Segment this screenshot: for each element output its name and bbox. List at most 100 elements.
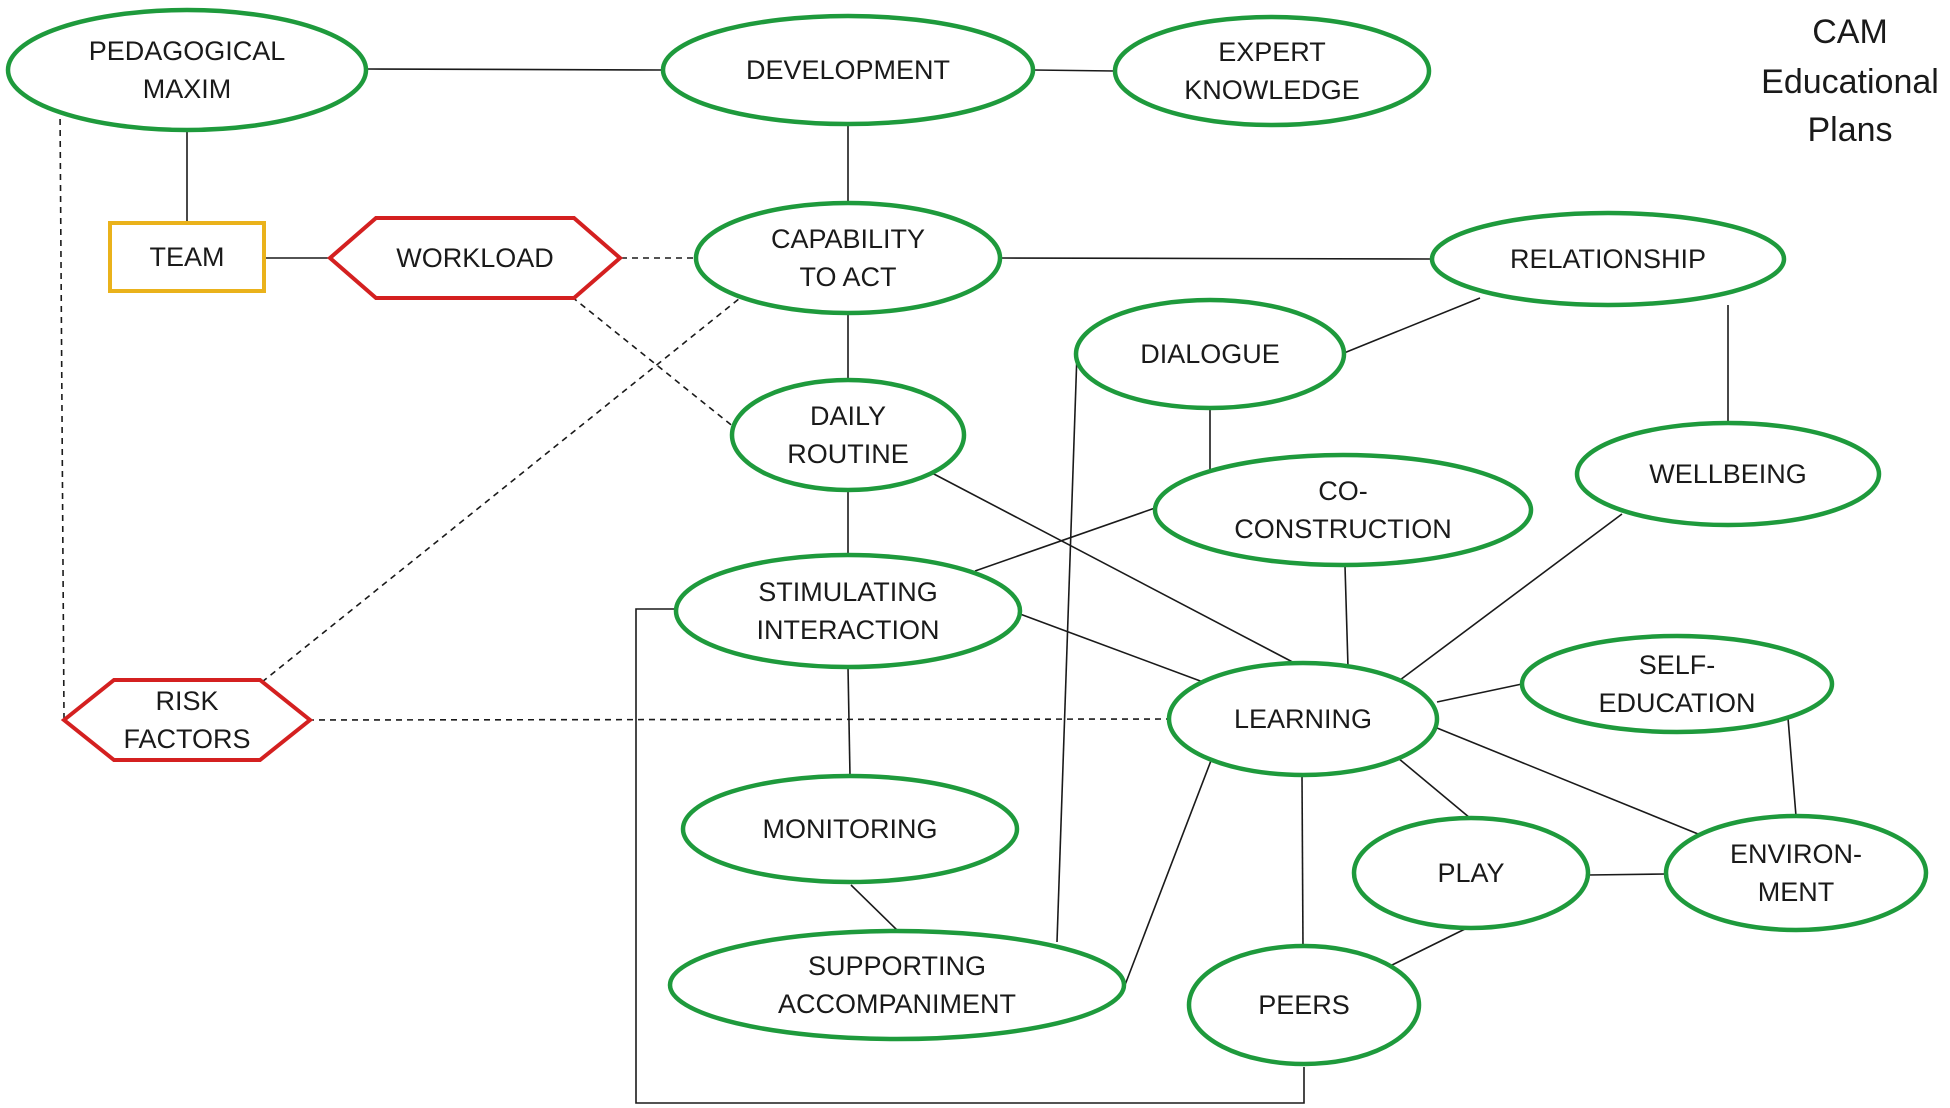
svg-text:WELLBEING: WELLBEING (1649, 459, 1807, 489)
node-team: TEAM (108, 221, 266, 293)
node-workload-label-1: WORKLOAD (396, 243, 554, 273)
node-capability-to-act-label-1: CAPABILITY (771, 224, 925, 254)
node-peers: PEERS (1186, 943, 1422, 1067)
node-pedagogical-maxim-label-1: PEDAGOGICAL (89, 36, 286, 66)
title-line-1: CAM (1812, 13, 1888, 51)
node-supporting-accompaniment-label-1: SUPPORTING (808, 951, 986, 981)
edge-risk-factors-capability-to-act (261, 293, 746, 683)
edge-monitoring-supporting-accompaniment (850, 884, 899, 932)
edge-play-peers (1385, 928, 1466, 969)
node-self-education-label-1: SELF- (1639, 650, 1716, 680)
node-relationship-label-1: RELATIONSHIP (1510, 244, 1706, 274)
node-co-construction-label-1: CO- (1318, 476, 1368, 506)
edge-co-construction-learning (1344, 565, 1349, 668)
edge-stimulating-interaction-peers (635, 608, 1305, 1104)
node-dialogue-label-1: DIALOGUE (1140, 339, 1280, 369)
node-expert-knowledge: EXPERT KNOWLEDGE (1112, 14, 1432, 128)
node-monitoring: MONITORING (680, 773, 1020, 885)
edge-relationship-dialogue (1343, 297, 1481, 354)
edge-risk-factors-learning (307, 718, 1171, 721)
node-expert-knowledge-label-2: KNOWLEDGE (1184, 75, 1360, 105)
svg-text:DEVELOPMENT: DEVELOPMENT (746, 55, 950, 85)
node-self-education: SELF- EDUCATION (1519, 633, 1835, 735)
node-capability-to-act-label-2: TO ACT (799, 262, 896, 292)
node-development: DEVELOPMENT (660, 13, 1036, 127)
svg-text:ENVIRON-MENT: ENVIRON- MENT (1730, 839, 1862, 907)
edge-development-expert-knowledge (1032, 69, 1116, 72)
node-risk-factors-label-1: RISK (155, 686, 218, 716)
edge-co-construction-stimulating-interaction (974, 507, 1156, 572)
node-environment: ENVIRON- MENT (1663, 813, 1929, 933)
edge-stimulating-interaction-learning (1019, 613, 1204, 683)
node-stimulating-interaction-label-1: STIMULATING (758, 577, 938, 607)
node-learning-label-1: LEARNING (1234, 704, 1372, 734)
node-environment-label-1: ENVIRON- (1730, 839, 1862, 869)
node-wellbeing-label-1: WELLBEING (1649, 459, 1807, 489)
edge-workload-daily-routine (571, 296, 736, 429)
node-daily-routine: DAILY ROUTINE (729, 377, 967, 493)
node-development-label-1: DEVELOPMENT (746, 55, 950, 85)
edge-stimulating-interaction-monitoring (847, 666, 851, 777)
node-stimulating-interaction-label-2: INTERACTION (756, 615, 939, 645)
node-stimulating-interaction: STIMULATING INTERACTION (673, 552, 1023, 670)
node-co-construction: CO- CONSTRUCTION (1152, 452, 1534, 568)
node-risk-factors-label-2: FACTORS (123, 724, 250, 754)
svg-text:LEARNING: LEARNING (1234, 704, 1372, 734)
node-supporting-accompaniment-label-2: ACCOMPANIMENT (778, 989, 1016, 1019)
svg-text:PLAY: PLAY (1437, 858, 1504, 888)
edge-layer (59, 68, 1797, 1104)
edge-dialogue-supporting-accompaniment (1056, 352, 1078, 943)
node-learning: LEARNING (1166, 660, 1440, 778)
title-line-3: Plans (1807, 111, 1892, 149)
node-co-construction-label-2: CONSTRUCTION (1234, 514, 1452, 544)
node-peers-label-1: PEERS (1258, 990, 1350, 1020)
title-line-2: Educational (1761, 63, 1939, 101)
node-supporting-accompaniment: SUPPORTING ACCOMPANIMENT (667, 928, 1127, 1042)
svg-text:PEERS: PEERS (1258, 990, 1350, 1020)
edge-play-environment (1587, 873, 1667, 876)
svg-text:CO-CONSTRUCTION: CO- CONSTRUCTION (1234, 476, 1452, 544)
edge-pedagogical-maxim-development (365, 68, 663, 71)
edge-learning-peers (1301, 774, 1304, 950)
node-layer: PEDAGOGICAL MAXIM DEVELOPMENT EXPERT KNOWL… (5, 7, 1929, 1067)
node-team-label-1: TEAM (149, 242, 224, 272)
node-expert-knowledge-label-1: EXPERT (1218, 37, 1326, 67)
node-workload: WORKLOAD (326, 216, 624, 300)
node-daily-routine-label-2: ROUTINE (787, 439, 909, 469)
edge-pedagogical-maxim-risk-factors (59, 107, 65, 719)
node-play: PLAY (1351, 815, 1591, 931)
edge-capability-to-act-relationship (999, 257, 1433, 260)
svg-text:SELF-EDUCATION: SELF- EDUCATION (1598, 650, 1755, 718)
diagram-title: CAM Educational Plans (1761, 13, 1939, 149)
node-monitoring-label-1: MONITORING (763, 814, 938, 844)
node-wellbeing: WELLBEING (1574, 420, 1882, 528)
node-capability-to-act: CAPABILITY TO ACT (693, 200, 1003, 316)
node-play-label-1: PLAY (1437, 858, 1504, 888)
node-risk-factors: RISK FACTORS (60, 678, 314, 762)
edge-daily-routine-learning (931, 472, 1305, 669)
node-relationship: RELATIONSHIP (1429, 210, 1787, 308)
node-pedagogical-maxim: PEDAGOGICAL MAXIM (5, 7, 369, 133)
node-dialogue: DIALOGUE (1073, 297, 1347, 411)
svg-text:TEAM: TEAM (149, 242, 224, 272)
svg-text:RELATIONSHIP: RELATIONSHIP (1510, 244, 1706, 274)
node-daily-routine-label-1: DAILY (810, 401, 886, 431)
svg-text:DIALOGUE: DIALOGUE (1140, 339, 1280, 369)
node-pedagogical-maxim-label-2: MAXIM (143, 74, 232, 104)
svg-text:WORKLOAD: WORKLOAD (396, 243, 554, 273)
edge-learning-environment (1436, 727, 1704, 837)
edge-learning-self-education (1436, 683, 1523, 703)
edge-learning-play (1397, 757, 1471, 819)
node-environment-label-2: MENT (1758, 877, 1835, 907)
edge-self-education-environment (1787, 717, 1797, 817)
node-self-education-label-2: EDUCATION (1598, 688, 1755, 718)
edge-wellbeing-learning (1399, 513, 1623, 681)
